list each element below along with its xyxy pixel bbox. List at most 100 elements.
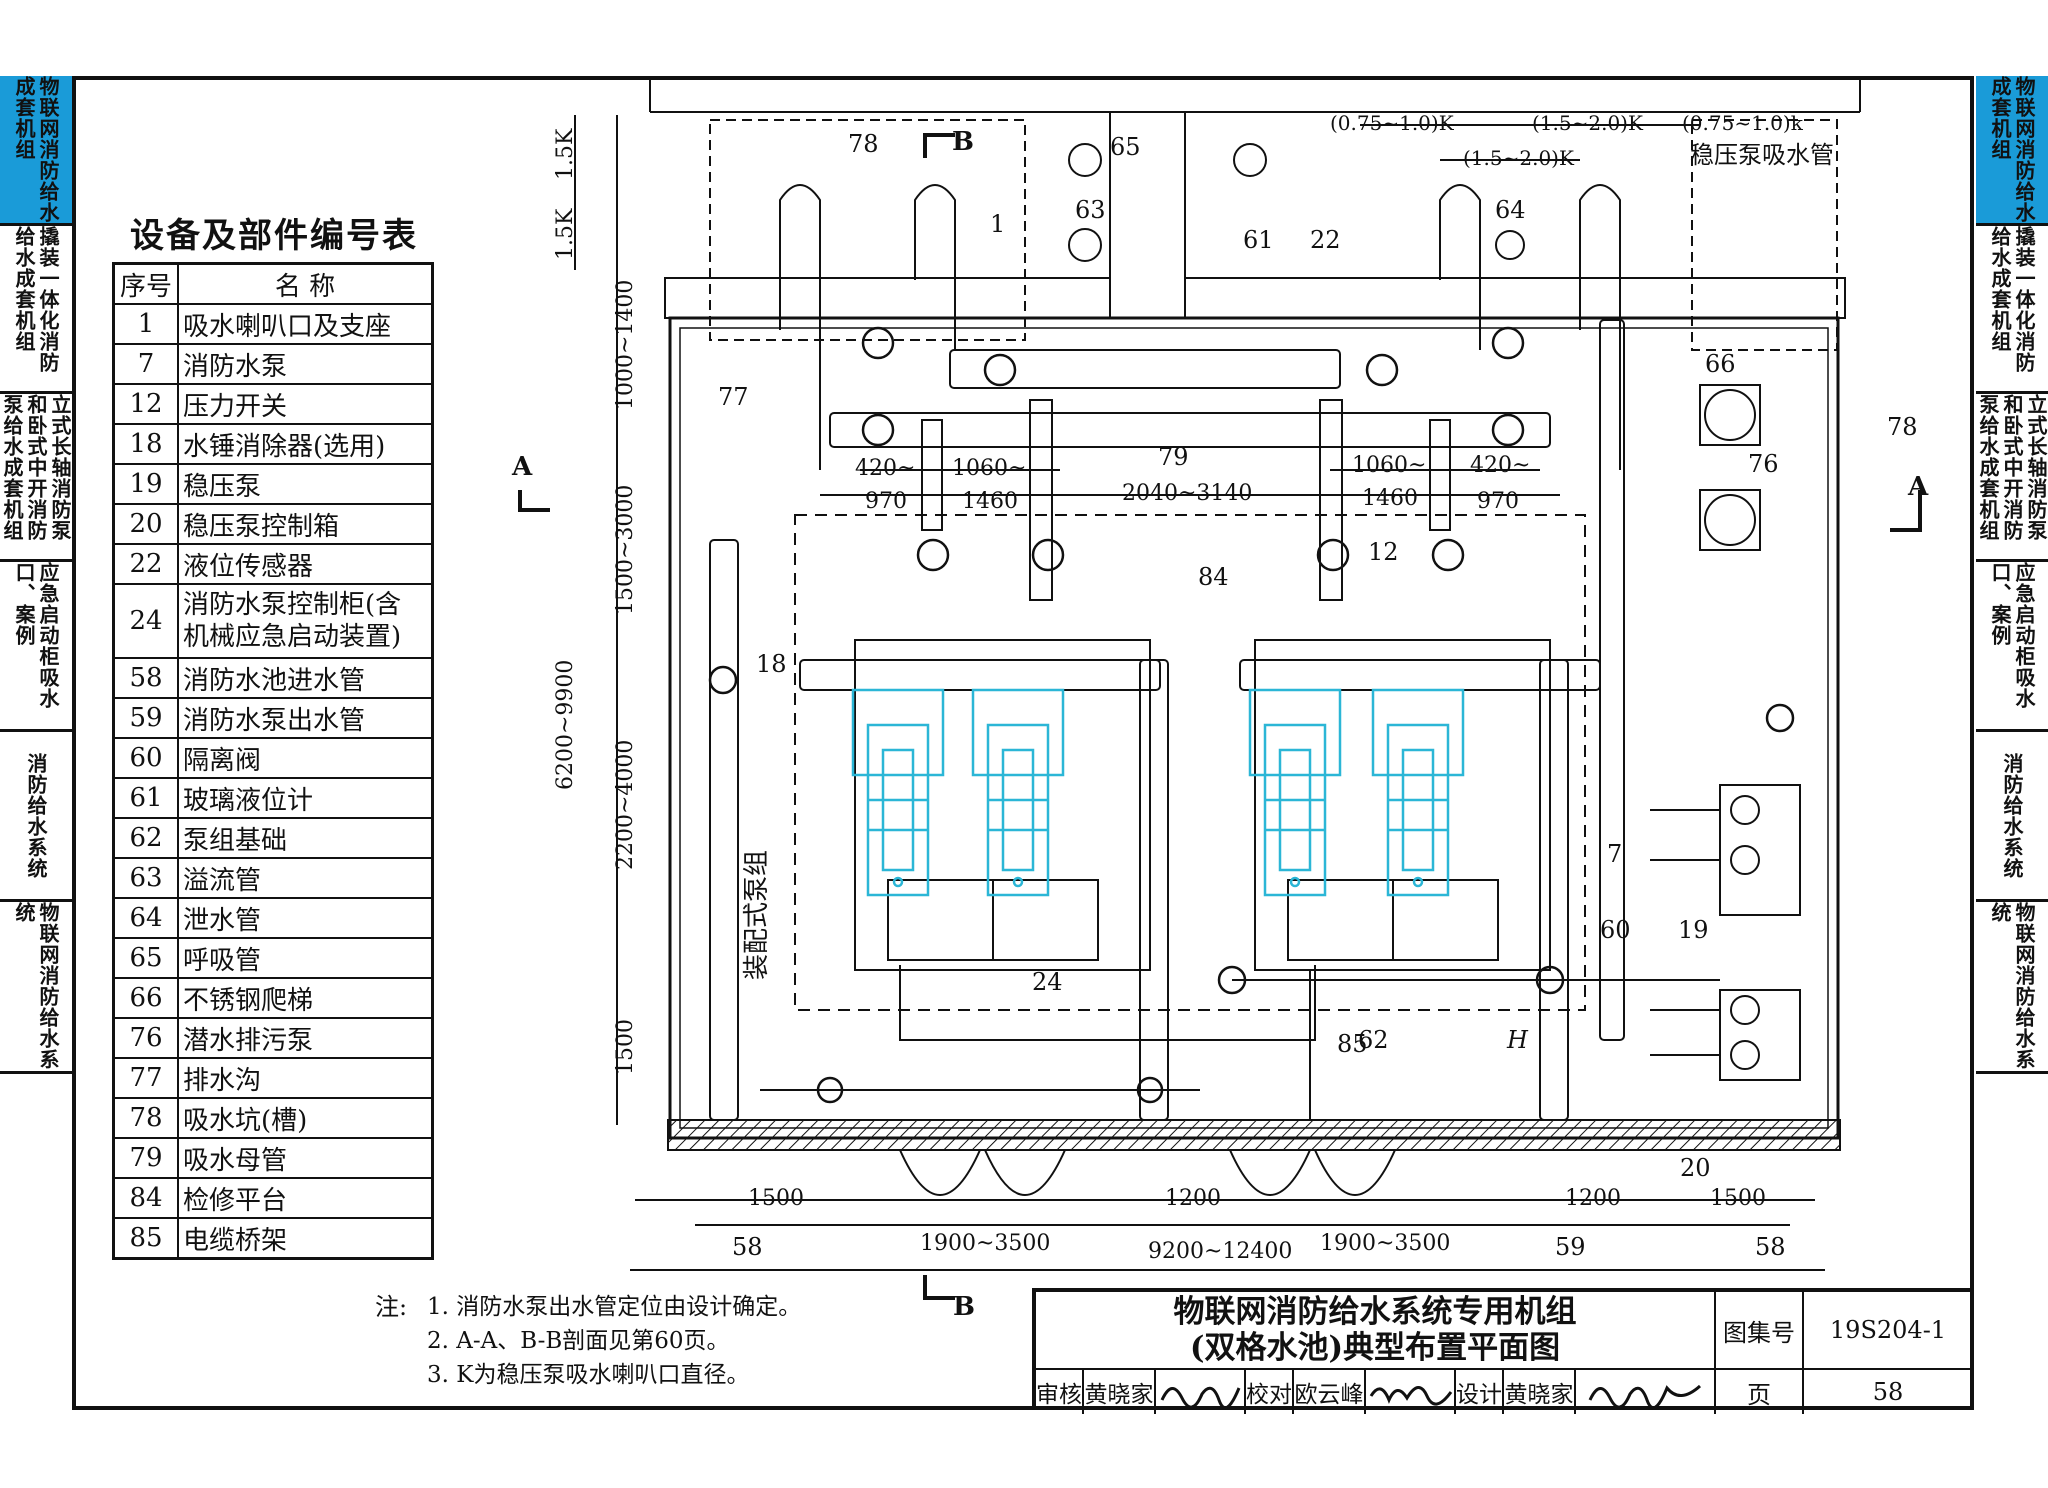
row-number: 1 [112,303,179,345]
k-dim-4: (1.5~2.0)K [1463,146,1575,170]
k-dim-2: (1.5~2.0)K [1532,111,1644,135]
left-tab-3[interactable]: 立式长轴消防泵和卧式中开消防泵给水成套机组 [0,394,72,562]
callout-c60: 60 [1600,916,1631,944]
suction-label: 稳压泵吸水管 [1690,141,1834,169]
row-name: 玻璃液位计 [177,777,434,819]
dim-d1460_l: 1460 [962,489,1018,514]
row-name: 消防水泵控制柜(含机械应急启动装置) [177,583,434,659]
row-number: 20 [112,503,179,545]
row-name: 排水沟 [177,1057,434,1099]
row-number: 18 [112,423,179,465]
callout-c1: 1 [990,210,1005,238]
row-name: 泄水管 [177,897,434,939]
left-tab-column: 物联网消防给水成套机组撬装一体化消防给水成套机组立式长轴消防泵和卧式中开消防泵给… [0,76,72,1410]
right-tab-2[interactable]: 撬装一体化消防给水成套机组 [1976,226,2048,394]
right-tab-1[interactable]: 物联网消防给水成套机组 [1976,76,2048,226]
row-number: 59 [112,697,179,739]
tab-label: 物联网消防给水系统 [12,902,60,1070]
row-number: 24 [112,583,179,659]
callout-c65: 65 [1110,133,1141,161]
row-number: 65 [112,937,179,979]
left-tab-4[interactable]: 应急启动柜吸水口、案例 [0,562,72,732]
reviewer-signature [1156,1370,1246,1414]
notes-label: 注: [375,1293,408,1321]
dim-d1500_bl: 1500 [748,1186,804,1211]
check-label: 校对 [1246,1370,1294,1414]
left-tab-2[interactable]: 撬装一体化消防给水成套机组 [0,226,72,394]
note-item: 3. K为稳压泵吸水喇叭口直径。 [427,1362,750,1388]
callout-c76: 76 [1748,450,1779,478]
right-tab-6[interactable]: 物联网消防给水系统 [1976,902,2048,1074]
left-tab-6[interactable]: 物联网消防给水系统 [0,902,72,1074]
assembled-label: 装配式泵组 [742,850,772,980]
dim-d1000_1400: 1000~1400 [613,280,638,410]
row-number: 84 [112,1177,179,1219]
equipment-table-title: 设备及部件编号表 [130,216,418,256]
dim-d1900_3500_l: 1900~3500 [920,1231,1050,1256]
fire-pump-3 [1248,688,1342,897]
row-name: 消防水泵出水管 [177,697,434,739]
tab-label: 消防给水系统 [24,752,48,879]
right-tab-3[interactable]: 立式长轴消防泵和卧式中开消防泵给水成套机组 [1976,394,2048,562]
dim-d1460_r: 1460 [1362,486,1418,511]
left-tab-1[interactable]: 物联网消防给水成套机组 [0,76,72,226]
checker-signature [1366,1370,1456,1414]
title-line-2: (双格水池)典型布置平面图 [1189,1330,1561,1366]
callout-c78b: 78 [1887,413,1918,441]
header-no: 序号 [112,262,179,305]
row-number: 77 [112,1057,179,1099]
right-tab-5[interactable]: 消防给水系统 [1976,732,2048,902]
dim-d970_l: 970 [865,489,907,514]
reviewer: 黄晓家 [1084,1370,1156,1414]
fire-pump-2 [971,688,1065,897]
page-label: 页 [1716,1370,1804,1414]
row-number: 12 [112,383,179,425]
callout-c78a: 78 [848,130,879,158]
callout-c77: 77 [718,383,749,411]
row-number: 60 [112,737,179,779]
row-number: 58 [112,657,179,699]
row-name: 电缆桥架 [177,1217,434,1260]
drawing-frame [72,76,1974,1410]
row-name: 吸水喇叭口及支座 [177,303,434,345]
dim-d1200_bl: 1200 [1165,1186,1221,1211]
callout-c58b: 58 [1755,1233,1786,1261]
callout-c63: 63 [1075,196,1106,224]
row-name: 溢流管 [177,857,434,899]
dim-d1200_br: 1200 [1565,1186,1621,1211]
tab-label: 应急启动柜吸水口、案例 [12,562,60,709]
row-number: 78 [112,1097,179,1139]
review-label: 审核 [1036,1370,1084,1414]
row-name: 不锈钢爬梯 [177,977,434,1019]
table-header-row: 序号 名 称 [112,262,434,305]
right-tab-4[interactable]: 应急启动柜吸水口、案例 [1976,562,2048,732]
row-name: 呼吸管 [177,937,434,979]
callout-c19: 19 [1678,916,1709,944]
left-tab-5[interactable]: 消防给水系统 [0,732,72,902]
drawing-title: 物联网消防给水系统专用机组 (双格水池)典型布置平面图 [1036,1292,1716,1370]
row-name: 泵组基础 [177,817,434,859]
k15-vert-2: 1.5K [553,128,578,180]
row-number: 19 [112,463,179,505]
callout-c64: 64 [1495,196,1526,224]
fire-pump-1 [851,688,945,897]
title-block: 物联网消防给水系统专用机组 (双格水池)典型布置平面图 图集号 19S204-1… [1032,1288,1972,1414]
row-number: 62 [112,817,179,859]
dim-d2040_3140: 2040~3140 [1122,481,1252,506]
signature-image [1588,1384,1702,1410]
